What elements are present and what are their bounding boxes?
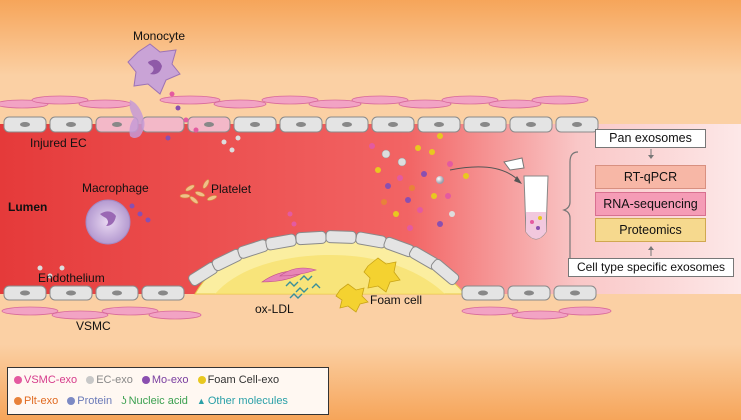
monocyte-label: Monocyte [133,29,186,43]
exosome-dots [37,91,469,279]
legend-box: VSMC-exo EC-exo Mo-exo Foam Cell-exo Plt… [7,367,329,415]
test-tube-icon [503,157,549,240]
proteomics-box: Proteomics [595,218,706,242]
legend-item-mo-exo: Mo-exo [141,374,189,386]
plaque-vsmc [261,267,317,283]
injured-ec-label: Injured EC [30,136,87,150]
legend-item-foam-cell-exo: Foam Cell-exo [197,374,279,386]
other-molecules-triangle-icon: ▲ [196,396,206,406]
nucleic-acid-squiggle-icon: ʖ [121,395,127,407]
legend-item-other-molecules: ▲Other molecules [196,395,288,407]
macrophage-label: Macrophage [82,181,149,195]
ox-ldl-label: ox-LDL [255,302,294,316]
plaque-endothelium [188,230,460,287]
legend-item-ec-exo: EC-exo [86,374,133,386]
plt-exo-dot-icon [14,397,22,405]
lower-ec-nuclei [20,290,580,296]
foam-cell-exo-dot-icon [197,376,206,384]
legend-item-vsmc-exo: VSMC-exo [14,374,77,386]
upper-ec-nuclei [20,122,582,127]
foam-cell-label: Foam cell [370,293,423,307]
transmigrating-monocyte [129,100,145,138]
legend-item-plt-exo: Plt-exo [14,395,58,407]
lower-endothelium [3,285,597,301]
monocyte-cell [127,43,181,95]
rna-sequencing-box: RNA-sequencing [595,192,706,216]
macrophage-cell [85,199,131,245]
lumen-label: Lumen [8,200,48,214]
mo-exo-dot-icon [141,376,150,384]
legend-item-protein: Protein [67,395,112,407]
vsmc-label: VSMC [76,319,111,333]
cell-type-specific-box: Cell type specific exosomes [568,258,734,277]
ec-exo-dot-icon [86,376,95,384]
protein-dot-icon [67,397,76,405]
endothelium-label: Endothelium [38,271,105,285]
upper-vsmc-layer [0,95,589,109]
lower-vsmc-layer [1,306,612,320]
platelet-label: Platelet [211,182,252,196]
ox-ldl-molecules [285,275,321,299]
vsmc-exo-dot-icon [14,376,22,384]
pan-exosomes-box: Pan exosomes [595,129,706,148]
rt-qpcr-box: RT-qPCR [595,165,706,189]
foam-cells [335,257,401,313]
platelet-cluster [179,179,218,204]
legend-row-1: VSMC-exo EC-exo Mo-exo Foam Cell-exo [14,374,279,386]
